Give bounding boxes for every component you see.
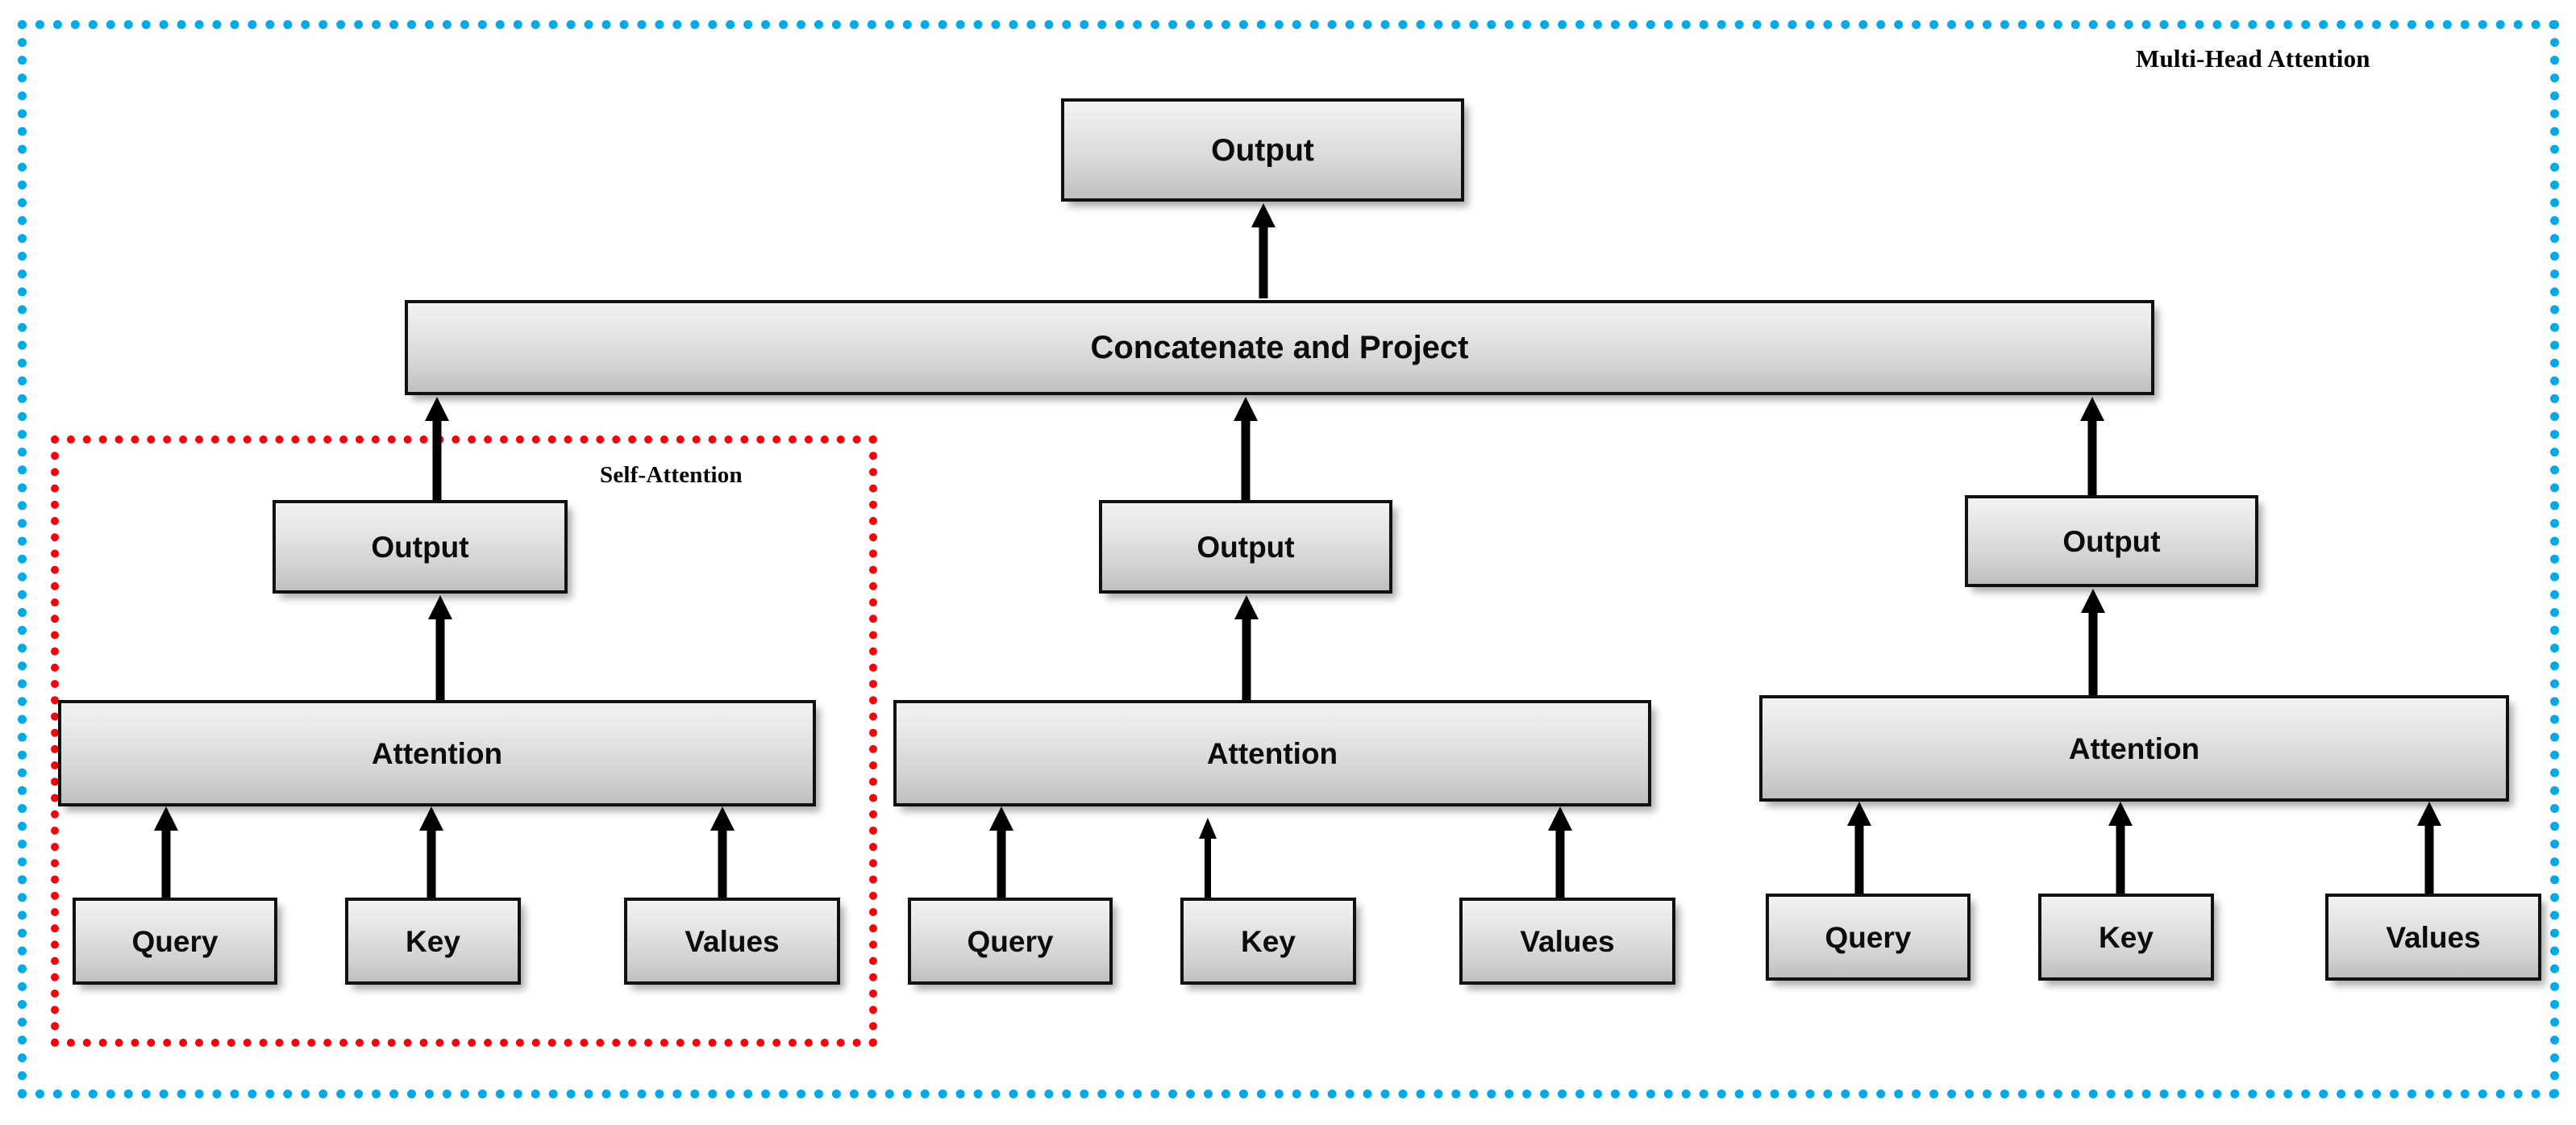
head1-values-box[interactable]: Values [624, 898, 840, 985]
concatenate-and-project-box[interactable]: Concatenate and Project [405, 300, 2154, 395]
head3-output-box[interactable]: Output [1965, 495, 2258, 587]
head3-key-box[interactable]: Key [2038, 894, 2214, 981]
head2-output-box[interactable]: Output [1099, 500, 1392, 594]
arrow-head3-values-to-attention [2416, 802, 2442, 900]
head1-query-box[interactable]: Query [73, 898, 277, 985]
head2-attention-box[interactable]: Attention [893, 700, 1651, 806]
arrow-head3-key-to-attention [2108, 802, 2133, 900]
arrow-shaft [161, 826, 171, 900]
arrow-head-icon [1251, 203, 1276, 227]
arrow-shaft [1242, 616, 1251, 700]
arrow-shaft [718, 826, 727, 900]
arrow-head-icon [428, 595, 452, 619]
arrow-shaft [1241, 418, 1251, 503]
head3-key-label: Key [2099, 920, 2154, 954]
head1-output-box[interactable]: Output [273, 500, 568, 594]
multi-head-attention-group-frame [18, 20, 2559, 1098]
arrow-head1-query-to-attention [153, 806, 179, 900]
final-output-label: Output [1211, 132, 1314, 168]
arrow-head-icon [1199, 818, 1217, 839]
arrow-concat-to-final-output [1251, 203, 1276, 298]
head1-attention-box[interactable]: Attention [58, 700, 816, 806]
arrow-shaft [1854, 821, 1864, 900]
arrow-head2-query-to-attention [988, 806, 1014, 900]
arrow-head2-values-to-attention [1547, 806, 1573, 900]
self-attention-group-frame [51, 435, 877, 1047]
arrow-head1-output-to-concat [424, 397, 450, 503]
head2-attention-label: Attention [1206, 736, 1338, 770]
final-output-box[interactable]: Output [1061, 98, 1464, 202]
arrow-head3-output-to-concat [2079, 397, 2105, 500]
head1-output-label: Output [371, 530, 469, 564]
arrow-shaft [1205, 835, 1211, 924]
head3-query-label: Query [1825, 920, 1912, 954]
arrow-head-icon [425, 397, 449, 421]
concatenate-and-project-label: Concatenate and Project [1090, 330, 1469, 365]
arrow-shaft [997, 826, 1006, 900]
head3-values-label: Values [2386, 920, 2481, 954]
head2-key-box[interactable]: Key [1180, 898, 1356, 985]
head2-values-label: Values [1520, 924, 1615, 958]
arrow-shaft [435, 616, 445, 700]
head1-query-label: Query [131, 924, 218, 958]
arrow-shaft [1259, 224, 1268, 298]
arrow-head1-attention-to-output [427, 595, 453, 700]
arrow-head2-attention-to-output [1234, 595, 1259, 700]
arrow-shaft [1555, 826, 1565, 900]
arrow-shaft [2087, 418, 2097, 500]
arrow-shaft [427, 826, 436, 900]
arrow-head3-attention-to-output [2080, 589, 2106, 697]
arrow-head-icon [2080, 397, 2104, 421]
arrow-head1-values-to-attention [710, 806, 735, 900]
arrow-head-icon [2081, 589, 2105, 613]
arrow-shaft [2424, 821, 2434, 900]
head3-attention-label: Attention [2068, 731, 2200, 765]
multi-head-attention-group-label: Multi-Head Attention [2136, 44, 2370, 73]
head2-output-label: Output [1196, 530, 1295, 564]
head2-values-box[interactable]: Values [1459, 898, 1675, 985]
arrow-shaft [432, 418, 442, 503]
arrow-head-icon [1234, 397, 1258, 421]
head1-key-label: Key [406, 924, 460, 958]
arrow-shaft [2116, 821, 2125, 900]
head1-attention-label: Attention [371, 736, 503, 770]
arrow-head3-query-to-attention [1846, 802, 1872, 900]
head3-attention-box[interactable]: Attention [1759, 695, 2509, 802]
arrow-head2-key-to-attention [1197, 818, 1218, 924]
arrow-shaft [2088, 610, 2098, 697]
head2-query-box[interactable]: Query [908, 898, 1113, 985]
arrow-head-icon [1234, 595, 1259, 619]
head3-query-box[interactable]: Query [1766, 894, 1970, 981]
head2-query-label: Query [967, 924, 1054, 958]
head3-output-label: Output [2062, 524, 2161, 558]
head2-key-label: Key [1241, 924, 1296, 958]
head3-values-box[interactable]: Values [2325, 894, 2541, 981]
head1-values-label: Values [685, 924, 780, 958]
arrow-head2-output-to-concat [1233, 397, 1259, 503]
head1-key-box[interactable]: Key [345, 898, 521, 985]
arrow-head1-key-to-attention [418, 806, 444, 900]
self-attention-group-label: Self-Attention [600, 462, 743, 488]
